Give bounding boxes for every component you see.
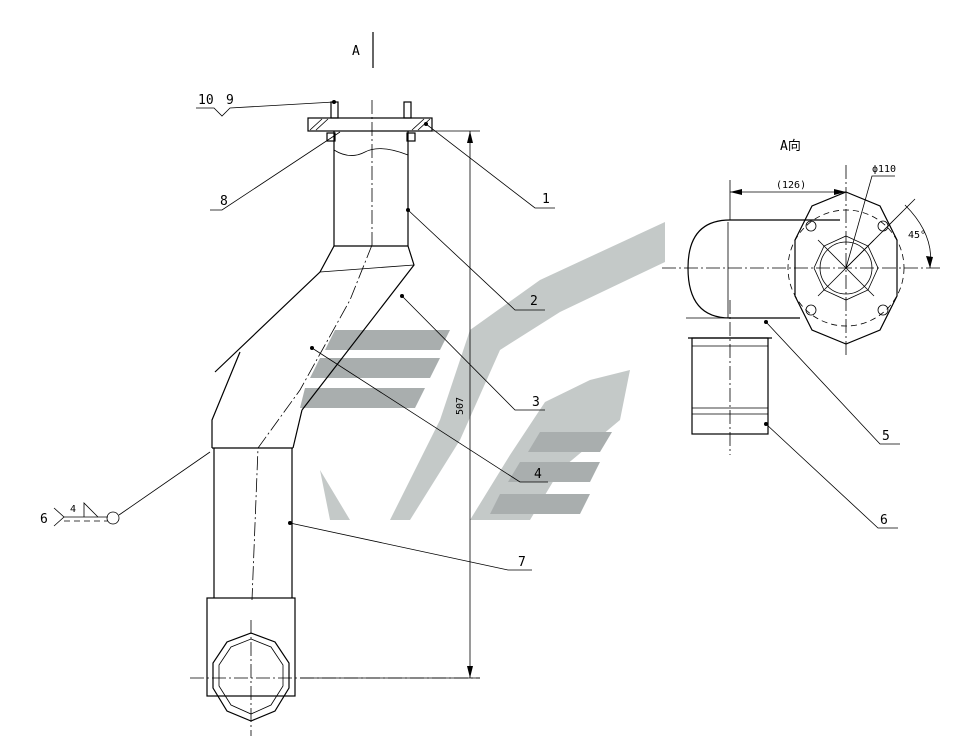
weld-leader-number: 6 — [40, 512, 48, 527]
bolt-hole-tr — [877, 220, 889, 232]
callout-10: 10 — [198, 93, 214, 108]
dimension-total-height: 507 — [455, 397, 466, 415]
dimension-offset: (126) — [776, 180, 806, 191]
flange — [307, 117, 433, 132]
callout-7: 7 — [518, 555, 526, 570]
callout-5: 5 — [882, 429, 890, 444]
view-label-a: A — [352, 44, 360, 59]
callout-2: 2 — [530, 294, 538, 309]
dimension-diameter: ϕ110 — [872, 164, 896, 175]
watermark-logo — [300, 222, 665, 520]
bolt-left — [330, 101, 339, 119]
callouts-main: 10 9 8 1 2 3 4 7 — [196, 93, 555, 571]
weld-size: 4 — [70, 504, 76, 515]
callout-9: 9 — [226, 93, 234, 108]
bolt-hole-br — [877, 304, 889, 316]
weld-symbol: 6 4 — [40, 451, 211, 527]
section-label-a: A — [352, 32, 374, 68]
callout-1: 1 — [542, 192, 550, 207]
callout-4: 4 — [534, 467, 542, 482]
bolt-right — [403, 101, 412, 119]
dimension-angle: 45° — [908, 230, 926, 241]
weld-all-around-icon — [106, 511, 120, 525]
bolt-hole-tl — [805, 220, 817, 232]
callout-6: 6 — [880, 513, 888, 528]
callout-3: 3 — [532, 395, 540, 410]
bolt-hole-bl — [805, 304, 817, 316]
main-view: 507 — [190, 100, 480, 736]
view-a-title: A向 — [780, 138, 801, 154]
view-a: A向 (126) ϕ110 — [662, 138, 940, 529]
callout-8: 8 — [220, 194, 228, 209]
